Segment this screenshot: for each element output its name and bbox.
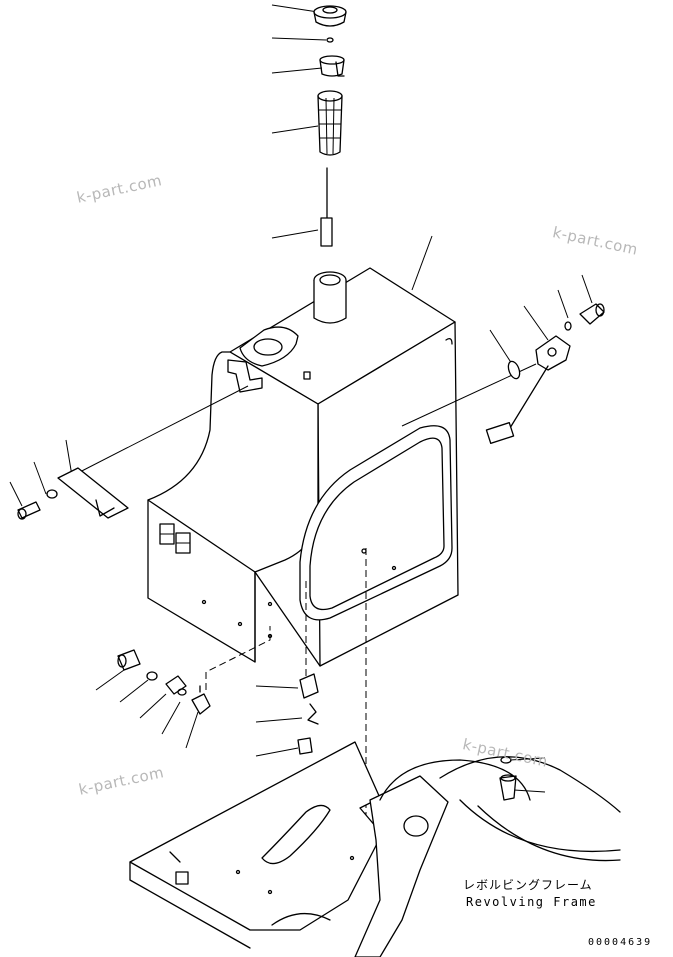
fuel-level-sensor xyxy=(401,303,605,445)
frame-label-japanese: レボルビングフレーム xyxy=(463,878,593,892)
revolving-frame xyxy=(129,741,621,957)
filler-cap xyxy=(313,5,347,27)
frame-label-english: Revolving Frame xyxy=(466,895,597,909)
level-gauge-rod xyxy=(320,167,333,247)
drain-fittings xyxy=(117,626,271,715)
gasket-ring xyxy=(326,37,334,43)
leader-lines xyxy=(9,4,593,793)
filler-clamp xyxy=(319,55,345,77)
fuel-strainer xyxy=(317,90,343,156)
fuel-tank xyxy=(147,267,459,667)
document-number: 00004639 xyxy=(588,937,653,948)
mounting-bracket-left xyxy=(17,385,249,520)
